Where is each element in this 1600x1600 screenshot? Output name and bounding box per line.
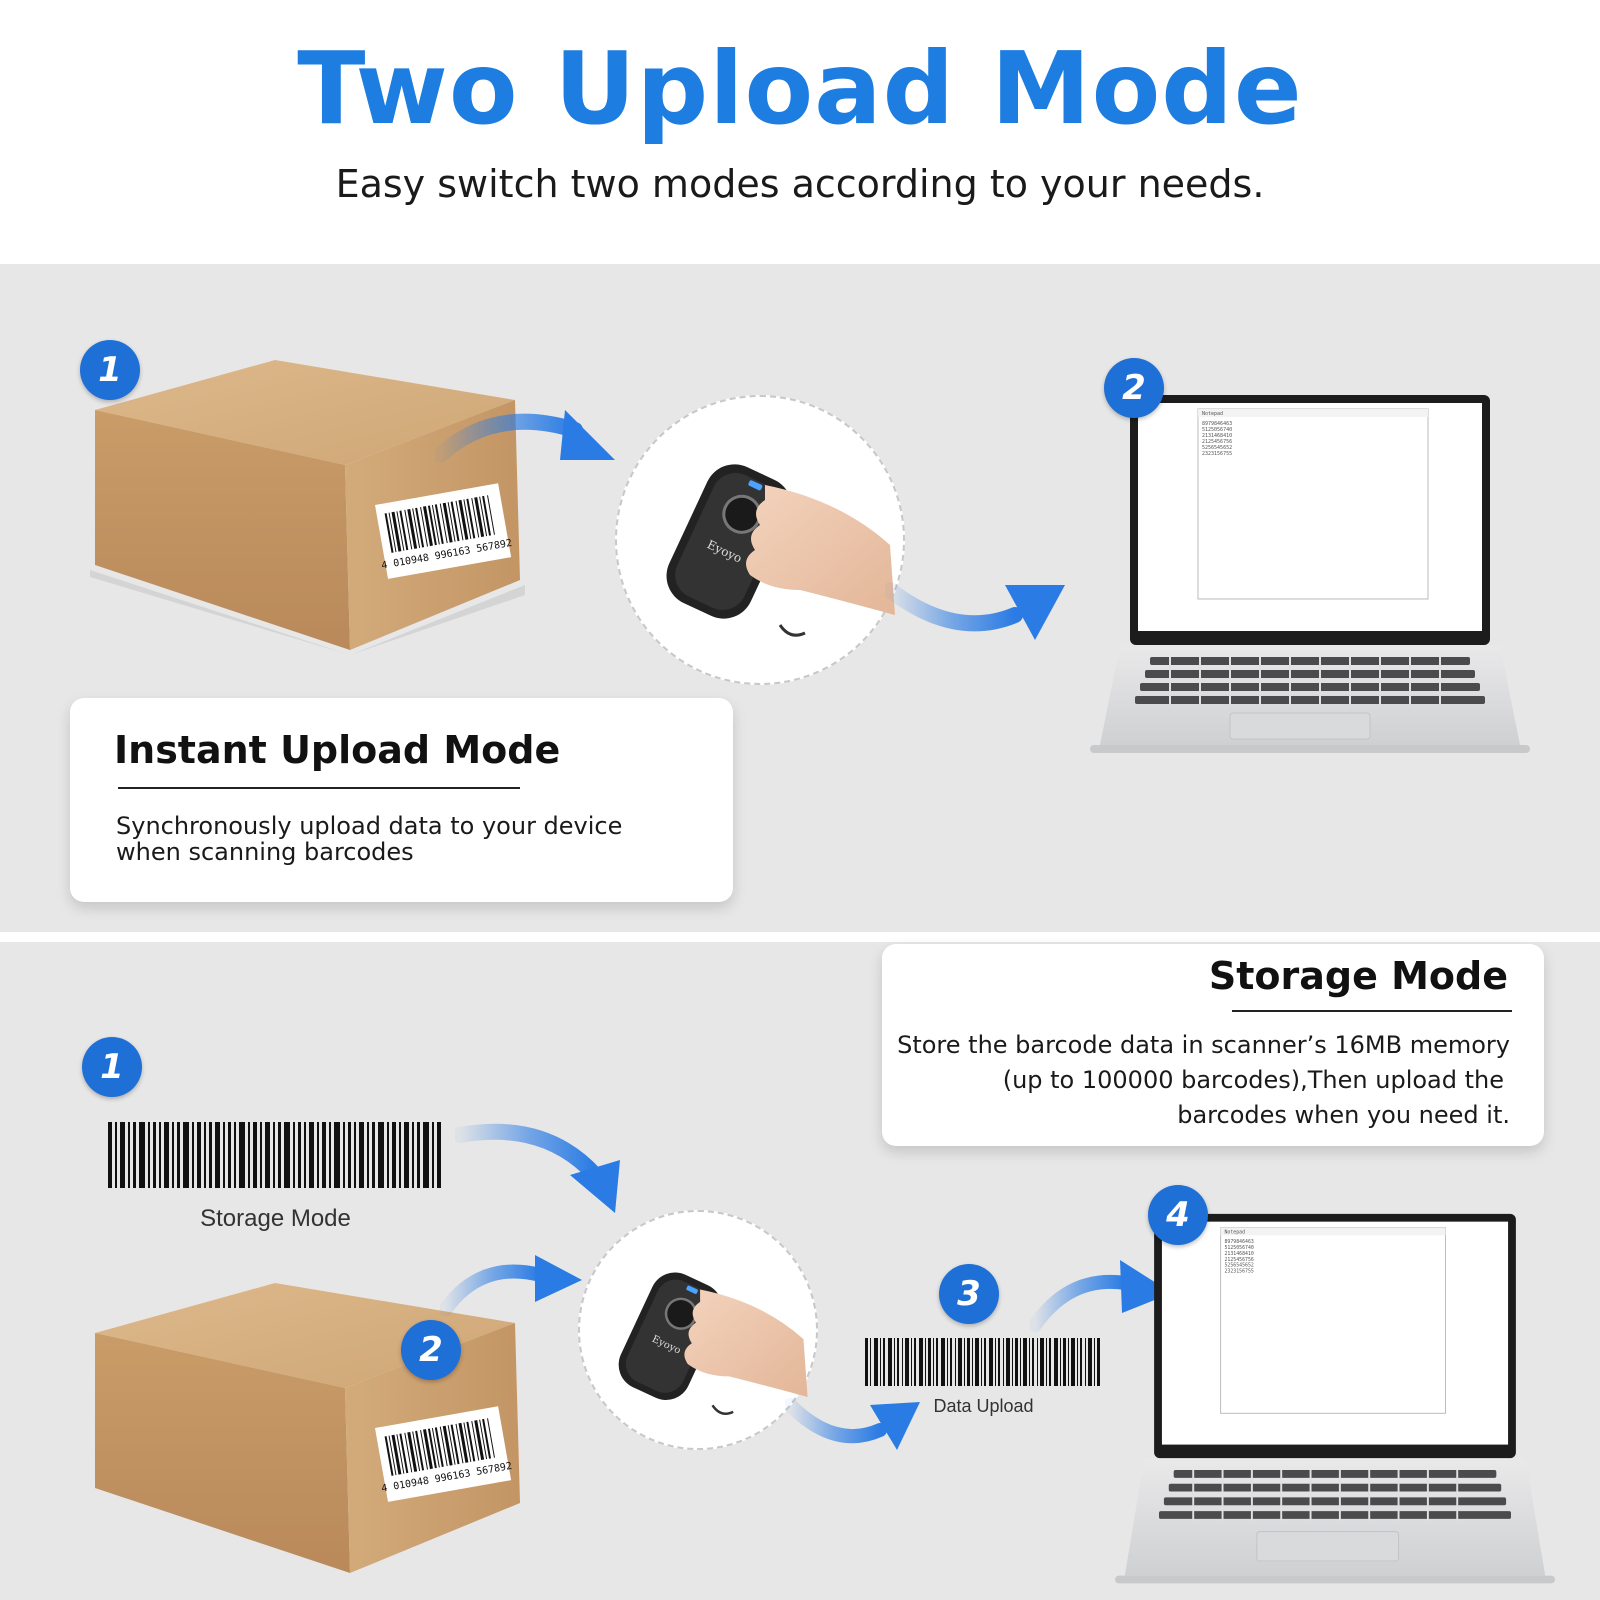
step-badge-3: 3 [939, 1264, 999, 1324]
card-divider [1232, 1010, 1512, 1012]
svg-text:5256545652: 5256545652 [1202, 445, 1232, 451]
cardboard-box-icon: 4 010948 996163 567892 [95, 1283, 520, 1573]
page-subtitle: Easy switch two modes according to your … [335, 162, 1265, 206]
instant-upload-card: Instant Upload Mode Synchronously upload… [70, 698, 733, 902]
svg-text:5125056740: 5125056740 [1225, 1245, 1254, 1251]
step-badge-1: 1 [82, 1037, 142, 1097]
barcode-scanner-icon: Eyoyo [666, 464, 895, 637]
step-badge-2: 2 [401, 1320, 461, 1380]
barcode-icon: 4 010948 996163 567892 [375, 1406, 513, 1502]
svg-text:8979846463: 8979846463 [1225, 1239, 1254, 1245]
instant-upload-title: Instant Upload Mode [114, 728, 561, 772]
svg-text:2125456756: 2125456756 [1202, 439, 1232, 445]
svg-text:8979846463: 8979846463 [1202, 421, 1232, 427]
page-title: Two Upload Mode [297, 30, 1303, 147]
svg-text:2131468410: 2131468410 [1225, 1251, 1254, 1257]
svg-text:2323156755: 2323156755 [1225, 1269, 1254, 1275]
barcode-label-data-upload: Data Upload [933, 1396, 1034, 1416]
step-badge-2: 2 [1104, 358, 1164, 418]
storage-mode-desc-line1: Store the barcode data in scanner’s 16MB… [897, 1031, 1510, 1059]
instant-upload-desc-line2: when scanning barcodes [116, 838, 414, 866]
storage-mode-card: Storage Mode Store the barcode data in s… [882, 944, 1544, 1146]
storage-mode-title: Storage Mode [1208, 954, 1508, 998]
instant-upload-desc-line1: Synchronously upload data to your device [116, 812, 623, 840]
cardboard-box-icon: 4 010948 996163 567892 [90, 360, 525, 655]
arrow-icon [455, 1123, 620, 1213]
svg-text:Notepad: Notepad [1202, 411, 1223, 417]
step-badge-1: 1 [80, 340, 140, 400]
card-divider [118, 787, 520, 789]
svg-text:2125456756: 2125456756 [1225, 1257, 1254, 1263]
svg-text:5125056740: 5125056740 [1202, 427, 1232, 433]
arrow-icon [440, 1255, 582, 1317]
arrow-icon [435, 410, 615, 463]
arrow-icon [885, 582, 1065, 640]
svg-text:5256545652: 5256545652 [1225, 1263, 1254, 1269]
step-badge-4: 4 [1148, 1185, 1208, 1245]
arrow-icon [785, 1398, 920, 1450]
storage-mode-desc-line3: barcodes when you need it. [1177, 1101, 1510, 1129]
storage-mode-desc-line2: (up to 100000 barcodes),Then upload the [1002, 1066, 1504, 1094]
barcode-icon [865, 1338, 1100, 1386]
svg-text:2323156755: 2323156755 [1202, 451, 1232, 457]
arrow-icon [1030, 1260, 1172, 1332]
svg-text:Notepad: Notepad [1225, 1229, 1246, 1235]
barcode-label-storage: Storage Mode [200, 1205, 351, 1232]
svg-text:2131468410: 2131468410 [1202, 433, 1232, 439]
barcode-scanner-icon: Eyoyo [618, 1272, 808, 1415]
barcode-icon [108, 1122, 441, 1188]
